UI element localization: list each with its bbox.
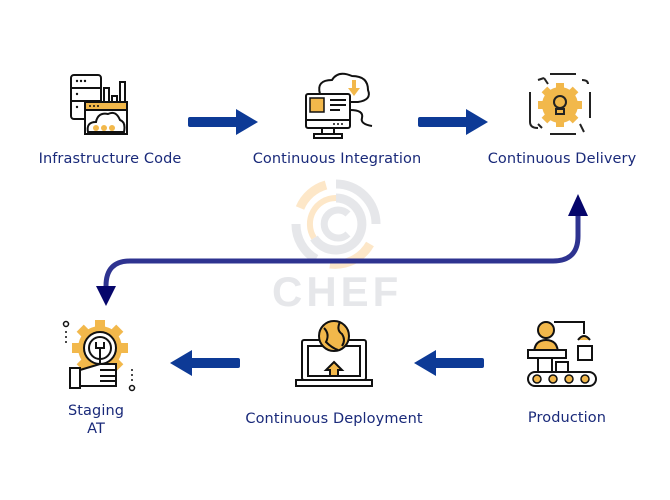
hand-wrench-gear-icon xyxy=(62,320,136,392)
arrow-ci-to-cd xyxy=(418,109,488,135)
arrow-production-to-deployment xyxy=(414,350,484,376)
factory-worker-conveyor-icon xyxy=(527,321,597,387)
watermark-text: CHEF xyxy=(272,268,403,315)
node-label-line2: AT xyxy=(87,421,105,437)
node-label: Production xyxy=(527,410,607,426)
node-label: Infrastructure Code xyxy=(38,151,182,167)
node-label-line1: Staging xyxy=(67,403,125,419)
arrow-infra-to-ci xyxy=(188,109,258,135)
server-cloud-icon xyxy=(70,74,128,135)
loop-arrowhead-down xyxy=(96,286,116,306)
gear-lightbulb-cycle-icon xyxy=(529,73,591,135)
loop-arrowhead-up xyxy=(568,194,588,216)
node-label: Continuous Delivery xyxy=(487,151,637,167)
laptop-globe-upload-icon xyxy=(295,320,373,387)
chef-watermark-logo-icon xyxy=(291,179,381,269)
arrow-deployment-to-staging xyxy=(170,350,240,376)
node-label: Continuous Deployment xyxy=(245,411,423,427)
node-label: Continuous Integration xyxy=(252,151,422,167)
computer-cloud-icon xyxy=(305,72,373,139)
